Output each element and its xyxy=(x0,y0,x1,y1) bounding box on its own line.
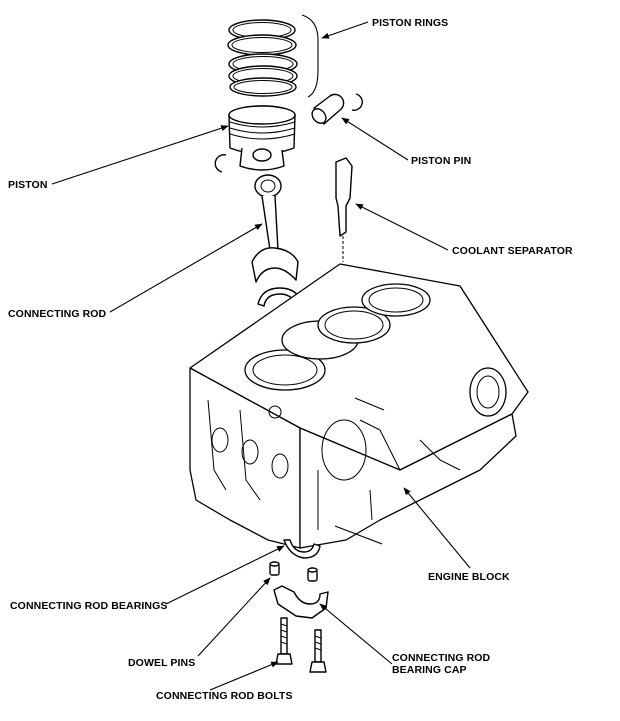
piston-icon xyxy=(228,105,296,171)
leader-lines xyxy=(51,21,471,691)
label-dowel-pins: DOWEL PINS xyxy=(128,657,195,669)
label-coolant-separator: COOLANT SEPARATOR xyxy=(452,245,573,257)
bearing-shell-icon xyxy=(283,539,321,559)
rings-bracket xyxy=(301,14,319,98)
engine-block-icon xyxy=(189,263,529,549)
piston-rings-icon xyxy=(227,19,298,97)
dowel-pin-icon xyxy=(269,561,318,582)
bolt-icon xyxy=(275,617,327,673)
label-piston-rings: PISTON RINGS xyxy=(372,17,448,29)
snap-ring-icon xyxy=(214,93,363,173)
label-connecting-rod-bolts: CONNECTING ROD BOLTS xyxy=(156,690,293,702)
label-bearing-cap-line1: CONNECTING ROD xyxy=(392,652,491,664)
label-piston: PISTON xyxy=(8,179,48,191)
label-connecting-rod: CONNECTING ROD xyxy=(8,308,107,320)
label-piston-pin: PISTON PIN xyxy=(411,155,471,167)
label-bearing-cap-line2: BEARING CAP xyxy=(392,664,467,676)
connecting-rod-icon xyxy=(251,174,299,283)
bearing-cap-icon xyxy=(273,585,329,619)
label-engine-block: ENGINE BLOCK xyxy=(428,571,510,583)
coolant-separator-icon xyxy=(335,157,353,262)
piston-pin-icon xyxy=(311,93,345,125)
label-connecting-rod-bearings: CONNECTING ROD BEARINGS xyxy=(10,600,167,612)
